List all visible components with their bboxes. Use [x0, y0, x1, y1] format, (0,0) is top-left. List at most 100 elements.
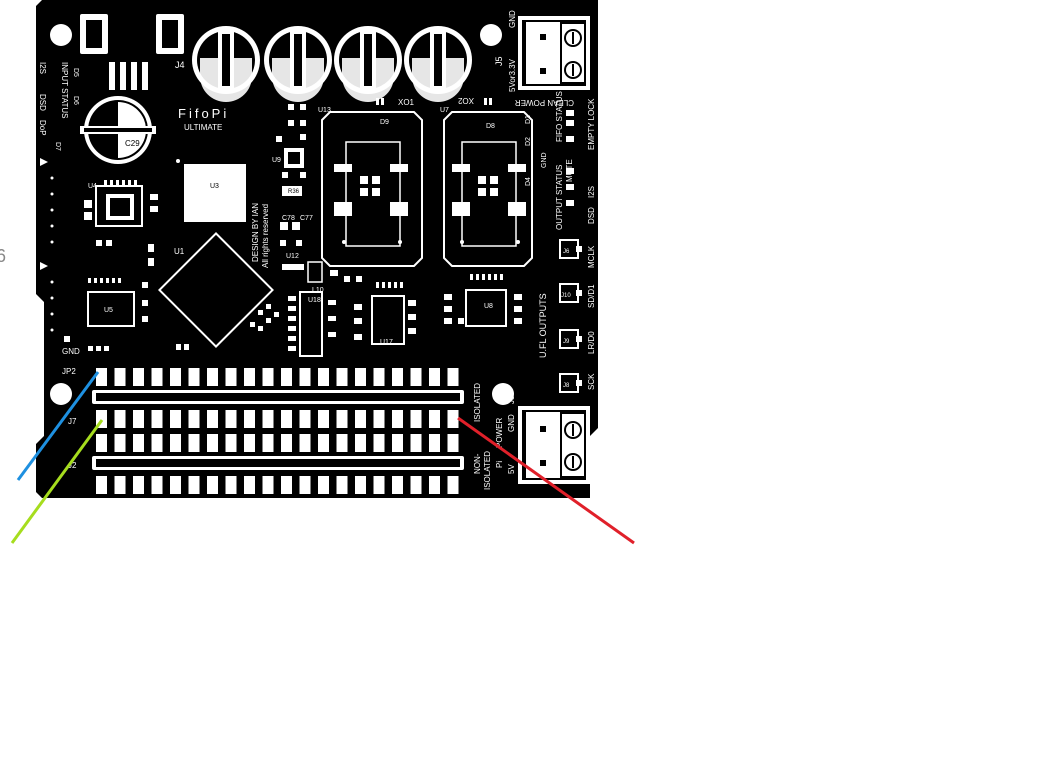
header-pin	[188, 476, 200, 494]
ref-d5: D5	[72, 68, 79, 77]
header-pin	[151, 410, 163, 428]
ref-r36: R36	[288, 189, 300, 195]
pad-strip	[109, 62, 148, 90]
header-pin	[373, 476, 385, 494]
header-bar-isolated-inner	[96, 393, 460, 401]
header-pin	[429, 434, 440, 452]
chip-u10	[307, 261, 323, 283]
header-pin	[244, 368, 255, 386]
pin1-marker	[40, 262, 48, 270]
ref-j10: J10	[561, 293, 571, 299]
label-fifo-status: FIFO STATUS	[555, 91, 564, 142]
mounting-hole-bottom-right	[492, 383, 514, 405]
edge-dots	[50, 176, 54, 332]
ref-u13: U13	[318, 107, 331, 114]
header-pin	[410, 368, 422, 386]
header-pin	[225, 368, 237, 386]
chip-u4-die	[110, 198, 130, 216]
header-pin	[133, 410, 144, 428]
ref-d9: D9	[380, 119, 389, 126]
chip-u9-die	[288, 152, 300, 164]
header-pin	[244, 476, 255, 494]
ref-u8: U8	[484, 303, 493, 310]
chip-u18-pads	[288, 291, 336, 357]
edge-mark: 6	[0, 246, 6, 266]
oscillator-3	[334, 26, 402, 102]
header-pin	[170, 434, 181, 452]
header-pin	[133, 368, 144, 386]
ufl-j10	[559, 283, 582, 303]
header-pin	[429, 476, 440, 494]
board-subtitle: ULTIMATE	[184, 123, 222, 132]
header-pin	[373, 434, 385, 452]
smd-pad	[376, 98, 379, 105]
header-pin	[170, 410, 181, 428]
ref-d8: D8	[486, 123, 495, 130]
label-gnd-mid: GND	[541, 152, 548, 168]
ref-j4: J4	[175, 60, 185, 70]
header-pin	[336, 434, 348, 452]
label-output-status: OUTPUT STATUS	[555, 165, 564, 230]
header-pin	[318, 476, 329, 494]
header-pin	[373, 368, 385, 386]
oscillator-1	[192, 26, 260, 102]
ref-u5: U5	[104, 307, 113, 314]
header-pin	[318, 368, 329, 386]
header-pin	[170, 476, 181, 494]
header-pin	[225, 410, 237, 428]
ref-c78: C78	[282, 215, 295, 222]
ref-xo2: XO2	[457, 96, 474, 105]
label-clean-power: CLEAN POWER	[515, 98, 574, 107]
terminal-block-j3	[518, 406, 590, 484]
chip-u3	[184, 164, 246, 222]
header-pin	[392, 410, 403, 428]
header-pin	[262, 368, 274, 386]
chip-u17	[371, 295, 405, 345]
label-dsd-output: DSD	[587, 207, 596, 224]
label-pi: Pi	[495, 461, 504, 468]
header-pin	[244, 434, 255, 452]
wire-green	[10, 419, 104, 544]
mounting-hole-top-left	[50, 24, 72, 46]
oscillator-4	[404, 26, 472, 102]
label-dop-input: DoP	[38, 120, 47, 136]
header-pin	[355, 476, 366, 494]
pad-row	[444, 274, 522, 324]
pad-cluster	[176, 304, 279, 350]
header-pin	[262, 410, 274, 428]
header-pin	[262, 476, 274, 494]
label-i2s-output: I2S	[587, 186, 596, 198]
ref-j5: J5	[494, 56, 504, 66]
ref-d7: D7	[54, 142, 61, 151]
ref-u9: U9	[272, 157, 281, 164]
ref-u4: U4	[88, 183, 97, 190]
oscillator-2	[264, 26, 332, 102]
header-pin	[114, 476, 126, 494]
mounting-hole-bottom-left	[50, 383, 72, 405]
label-i2s-input: I2S	[38, 62, 47, 74]
header-pin	[207, 410, 218, 428]
ref-u1: U1	[174, 247, 185, 256]
label-dsd-input: DSD	[38, 94, 47, 111]
ref-u18: U18	[308, 297, 321, 304]
ref-j3: J3	[507, 395, 516, 404]
header-pin	[281, 410, 292, 428]
header-pin	[447, 410, 459, 428]
header-pin	[114, 368, 126, 386]
pin1-dot	[176, 159, 180, 163]
label-gnd-jp2: GND	[62, 347, 80, 356]
header-pin	[96, 434, 107, 452]
label-5v-pi: 5V	[507, 464, 516, 474]
ref-j2: J2	[68, 461, 77, 470]
header-pin	[447, 434, 459, 452]
header-pin	[133, 476, 144, 494]
ufl-j8	[559, 373, 582, 393]
header-pin	[336, 476, 348, 494]
header-pin	[318, 410, 329, 428]
led-pads	[566, 110, 574, 206]
header-pin	[96, 368, 107, 386]
header-pin	[96, 476, 107, 494]
header-pin	[355, 410, 366, 428]
pin1-marker	[40, 158, 48, 166]
credit-line1: DESIGN BY IAN	[251, 203, 260, 262]
